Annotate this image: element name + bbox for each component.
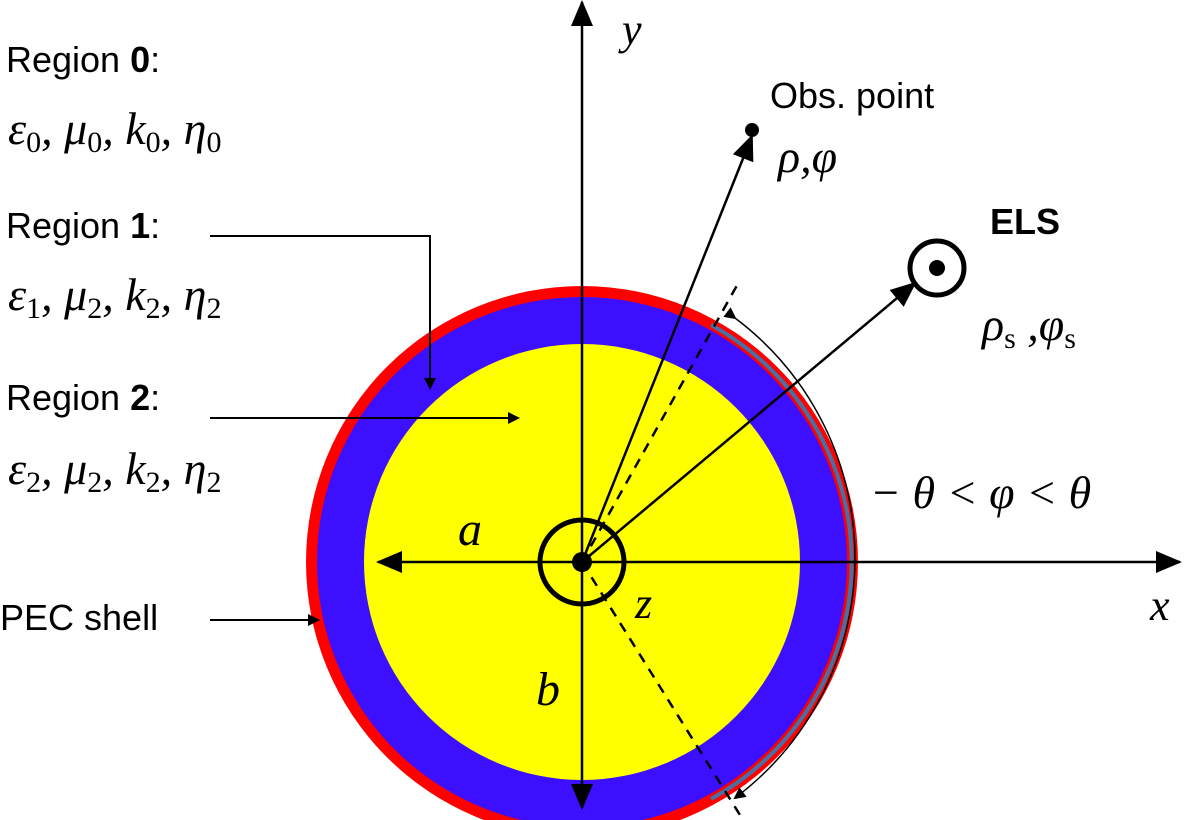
region2-params: ε2, μ2, k2, η2 — [8, 443, 221, 499]
obs-point-label: Obs. point — [770, 75, 934, 116]
obs-vector — [580, 134, 754, 563]
pec-shell-label: PEC shell — [0, 597, 158, 638]
z-axis-label: z — [634, 579, 652, 628]
radius-a-label: a — [458, 503, 482, 556]
z-axis-dot — [572, 552, 592, 572]
theta-dash-lower — [580, 561, 742, 816]
angle-arc — [723, 307, 856, 800]
region2-label: Region 2: — [6, 377, 160, 418]
els-label: ELS — [990, 201, 1060, 242]
z-axis-ring — [537, 517, 627, 607]
els-coords: ρs ,φs — [980, 299, 1076, 355]
region0-label: Region 0: — [6, 39, 160, 80]
region1-label: Region 1: — [6, 205, 160, 246]
x-axis-label: x — [1149, 581, 1170, 630]
radius-b-label: b — [536, 663, 560, 716]
region1-params: ε1, μ2, k2, η2 — [8, 269, 221, 325]
obs-point-coords: ρ,φ — [776, 131, 837, 182]
region1-pointer — [210, 235, 436, 390]
region0-params: ε0, μ0, k0, η0 — [8, 103, 221, 159]
els-dot — [929, 260, 945, 276]
angle-range-label: − θ < φ < θ — [870, 467, 1091, 518]
source-vector — [581, 281, 917, 563]
y-axis-label: y — [618, 5, 642, 54]
obs-point-dot — [745, 123, 759, 137]
